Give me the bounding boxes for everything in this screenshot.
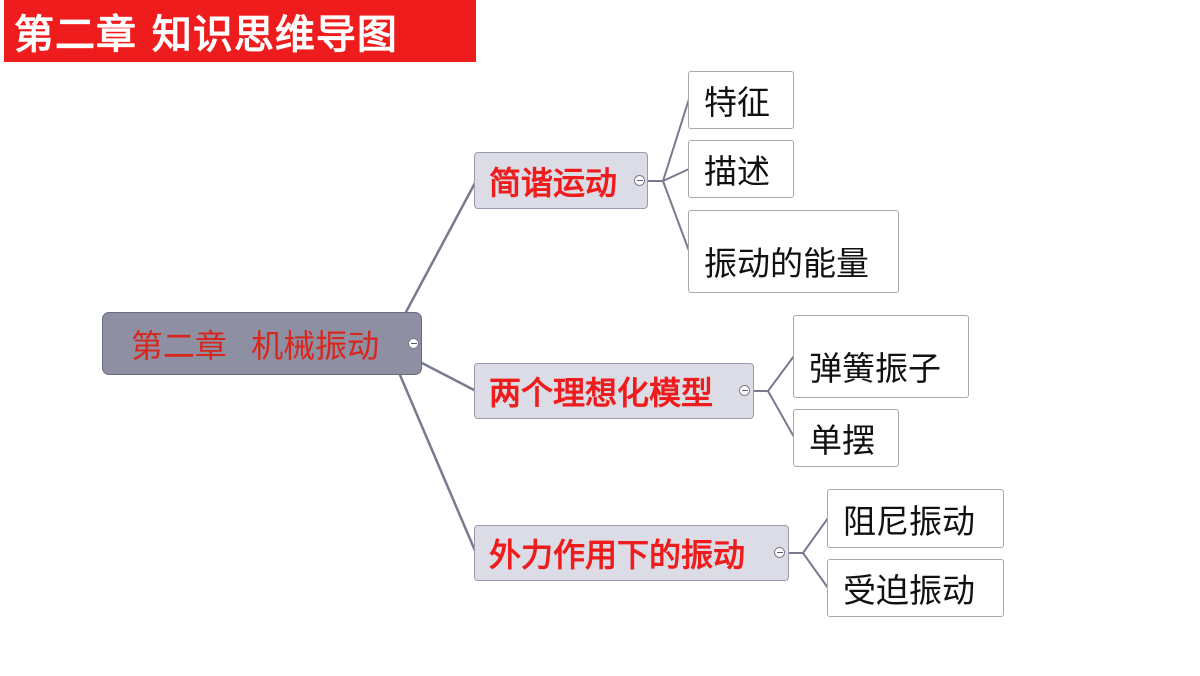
leaf-node[interactable]: 特征 — [688, 71, 794, 129]
leaf-node[interactable]: 受迫振动 — [827, 559, 1004, 617]
branch-node-2[interactable]: 两个理想化模型 — [474, 363, 754, 419]
leaf-label: 单摆 — [809, 421, 875, 460]
root-label: 第二章 机械振动 — [130, 326, 380, 365]
connector-branch-3-leaf-1 — [786, 517, 829, 554]
leaf-label: 描述 — [704, 152, 770, 191]
branch-node-1[interactable]: 简谐运动 — [474, 152, 648, 209]
title-banner: 第二章 知识思维导图 — [4, 0, 476, 62]
leaf-label: 弹簧振子 — [809, 348, 941, 388]
leaf-label: 振动的能量 — [704, 243, 869, 283]
collapse-minus-icon[interactable] — [739, 385, 750, 396]
connector-branch-1-leaf-3 — [662, 180, 690, 252]
page-title: 第二章 知识思维导图 — [14, 12, 398, 58]
leaf-label: 受迫振动 — [843, 571, 975, 610]
connector-root-branch-2 — [418, 360, 478, 393]
collapse-minus-icon[interactable] — [634, 175, 645, 186]
collapse-minus-icon[interactable] — [774, 547, 785, 558]
connector-branch-3-leaf-2 — [802, 552, 829, 589]
leaf-node[interactable]: 阻尼振动 — [827, 489, 1004, 548]
connector-root-branch-1 — [404, 179, 478, 314]
branch-node-3[interactable]: 外力作用下的振动 — [474, 525, 789, 581]
leaf-node[interactable]: 描述 — [688, 140, 794, 198]
leaf-label: 特征 — [704, 83, 770, 122]
branch-label-1: 简谐运动 — [489, 163, 618, 202]
collapse-minus-icon[interactable] — [408, 338, 419, 349]
connector-branch-1-leaf-2 — [662, 168, 690, 182]
connector-root-branch-3 — [398, 373, 478, 555]
leaf-node[interactable]: 单摆 — [793, 409, 899, 467]
connector-branch-2-leaf-2 — [767, 390, 795, 438]
branch-label-3: 外力作用下的振动 — [489, 536, 746, 574]
branch-label-2: 两个理想化模型 — [489, 374, 714, 412]
connector-branch-2-leaf-1 — [751, 355, 795, 392]
leaf-label: 阻尼振动 — [843, 501, 975, 541]
connector-branch-1-leaf-1 — [645, 98, 690, 182]
root-node[interactable]: 第二章 机械振动 — [102, 312, 422, 375]
leaf-node[interactable]: 弹簧振子 — [793, 315, 969, 398]
leaf-node[interactable]: 振动的能量 — [688, 210, 899, 293]
